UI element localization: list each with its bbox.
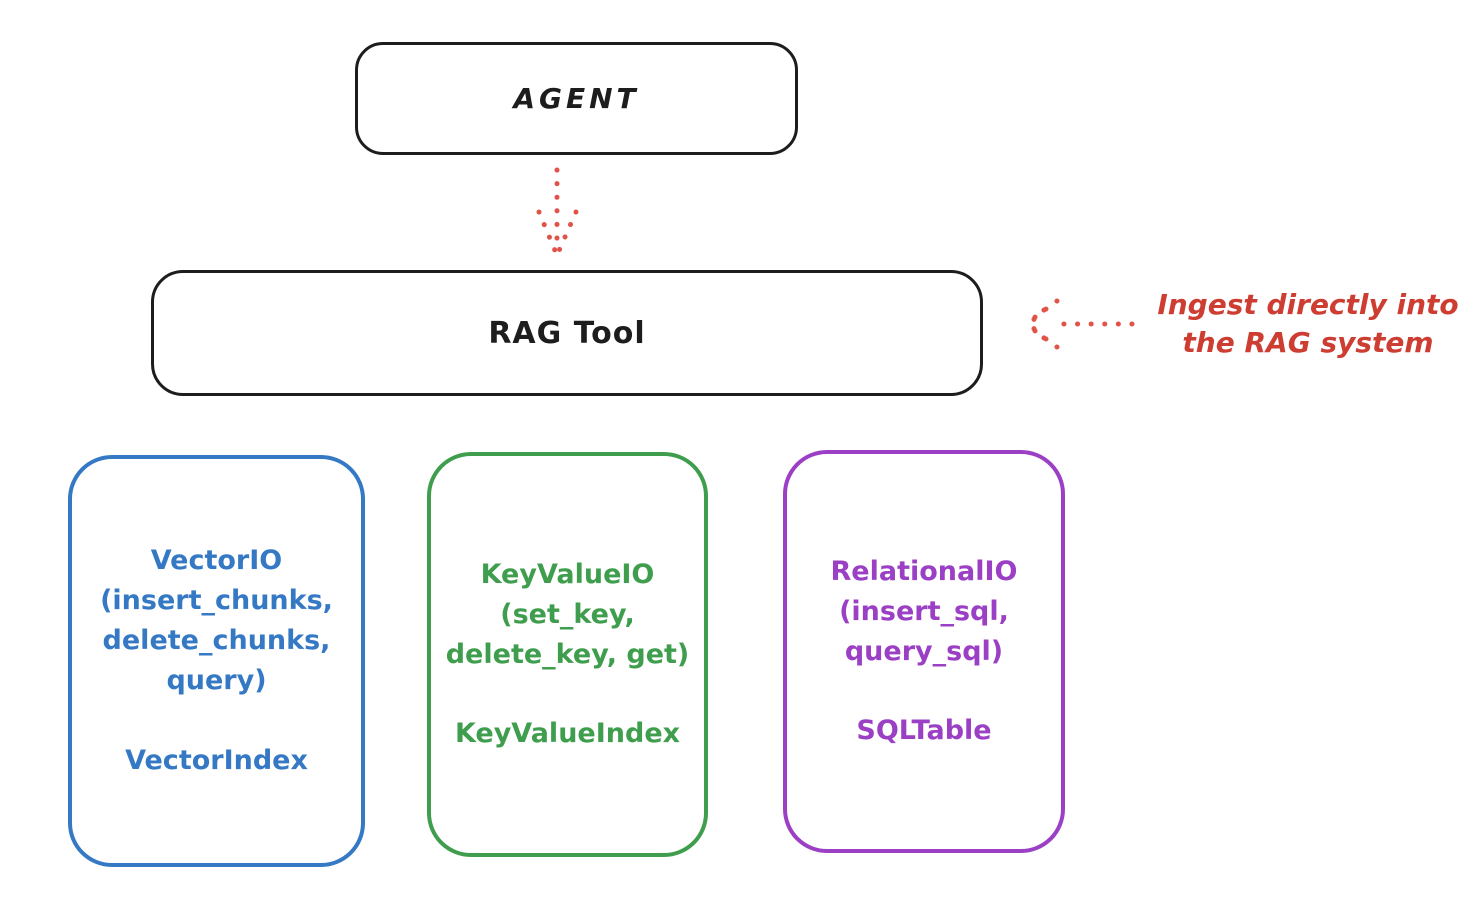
dashed-arrow-left-icon	[1027, 301, 1132, 347]
agent-box: AGENT	[355, 42, 798, 155]
rag-tool-label: RAG Tool	[488, 316, 645, 351]
ingest-annotation: Ingest directly into the RAG system	[1140, 286, 1476, 362]
keyvalue-io-methods: KeyValueIO (set_key, delete_key, get)	[446, 555, 690, 675]
vector-index-label: VectorIndex	[125, 741, 308, 781]
keyvalue-index-label: KeyValueIndex	[455, 714, 680, 754]
rag-tool-box: RAG Tool	[151, 270, 983, 396]
agent-label: AGENT	[513, 82, 639, 115]
sql-table-label: SQLTable	[856, 711, 991, 751]
vector-io-box: VectorIO (insert_chunks, delete_chunks, …	[68, 455, 365, 867]
vector-io-methods: VectorIO (insert_chunks, delete_chunks, …	[100, 541, 333, 701]
relational-io-box: RelationalIO (insert_sql, query_sql) SQL…	[783, 450, 1065, 853]
dashed-arrow-down-icon	[539, 170, 576, 253]
relational-io-methods: RelationalIO (insert_sql, query_sql)	[831, 552, 1018, 672]
keyvalue-io-box: KeyValueIO (set_key, delete_key, get) Ke…	[427, 452, 708, 857]
